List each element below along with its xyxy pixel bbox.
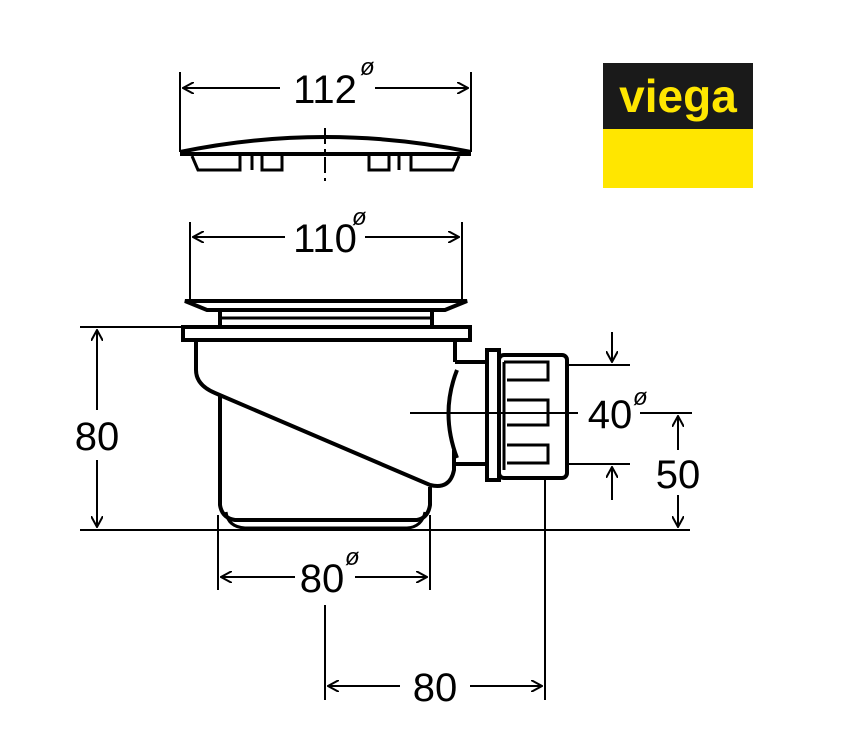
cover-plate — [179, 72, 472, 185]
diameter-symbol: ø — [345, 544, 360, 571]
diameter-symbol: ø — [352, 204, 367, 231]
offset-label: 80 — [413, 666, 458, 710]
bowl-diameter-label: 80 — [300, 557, 345, 601]
outlet-dimension — [410, 332, 630, 500]
outlet-height-dimension — [640, 412, 692, 527]
grate — [184, 222, 468, 326]
cover-diameter-label: 112 — [293, 68, 357, 112]
logo-text: viega — [619, 70, 737, 122]
height-label: 80 — [75, 415, 120, 459]
offset-dimension — [324, 478, 546, 700]
diameter-symbol: ø — [360, 54, 375, 81]
bowl-dimension — [217, 515, 431, 590]
viega-logo: viega — [603, 63, 753, 188]
grate-diameter-label: 110 — [293, 217, 357, 261]
drain-body — [80, 325, 569, 530]
diameter-symbol: ø — [633, 384, 648, 411]
outlet-diameter-label: 40 — [588, 393, 633, 437]
outlet-height-label: 50 — [656, 453, 701, 497]
